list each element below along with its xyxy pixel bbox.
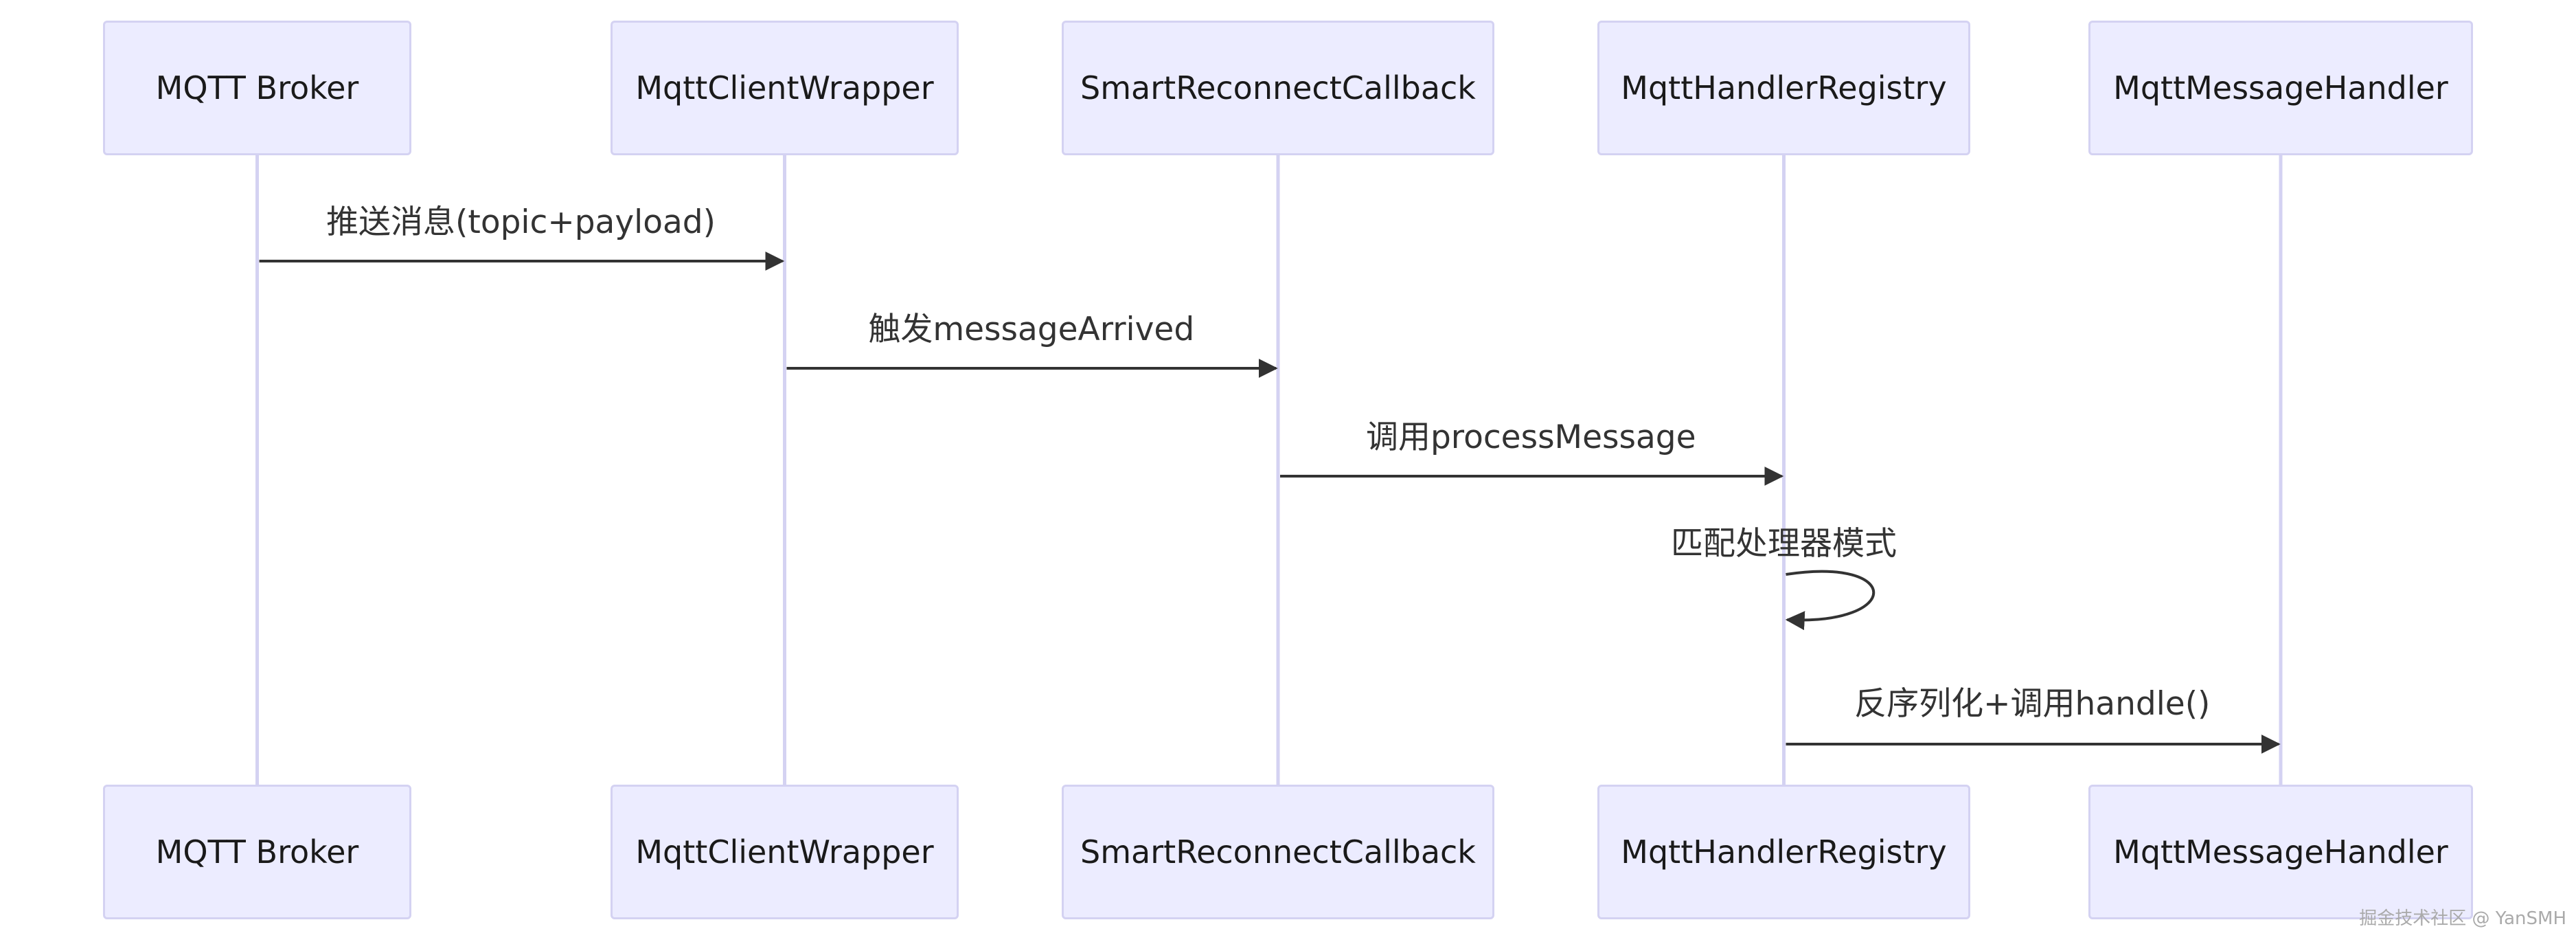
participant-top-callback: SmartReconnectCallback (1062, 21, 1494, 155)
message-label: 推送消息(topic+payload) (326, 203, 716, 241)
watermark-text: 掘金技术社区 @ YanSMH (2359, 908, 2566, 929)
participant-top-handler: MqttMessageHandler (2088, 21, 2473, 155)
participant-bottom-broker: MQTT Broker (103, 785, 411, 919)
participant-bottom-wrapper: MqttClientWrapper (611, 785, 959, 919)
participant-bottom-callback: SmartReconnectCallback (1062, 785, 1494, 919)
participant-bottom-registry: MqttHandlerRegistry (1597, 785, 1970, 919)
participant-top-wrapper: MqttClientWrapper (611, 21, 959, 155)
message-label: 反序列化+调用handle() (1854, 685, 2211, 723)
participant-top-broker: MQTT Broker (103, 21, 411, 155)
message-label: 匹配处理器模式 (1671, 525, 1897, 563)
participant-bottom-handler: MqttMessageHandler (2088, 785, 2473, 919)
message-label: 触发messageArrived (868, 311, 1195, 348)
participant-top-registry: MqttHandlerRegistry (1597, 21, 1970, 155)
message-label: 调用processMessage (1365, 418, 1696, 456)
self-message-arrow (1785, 570, 1875, 631)
